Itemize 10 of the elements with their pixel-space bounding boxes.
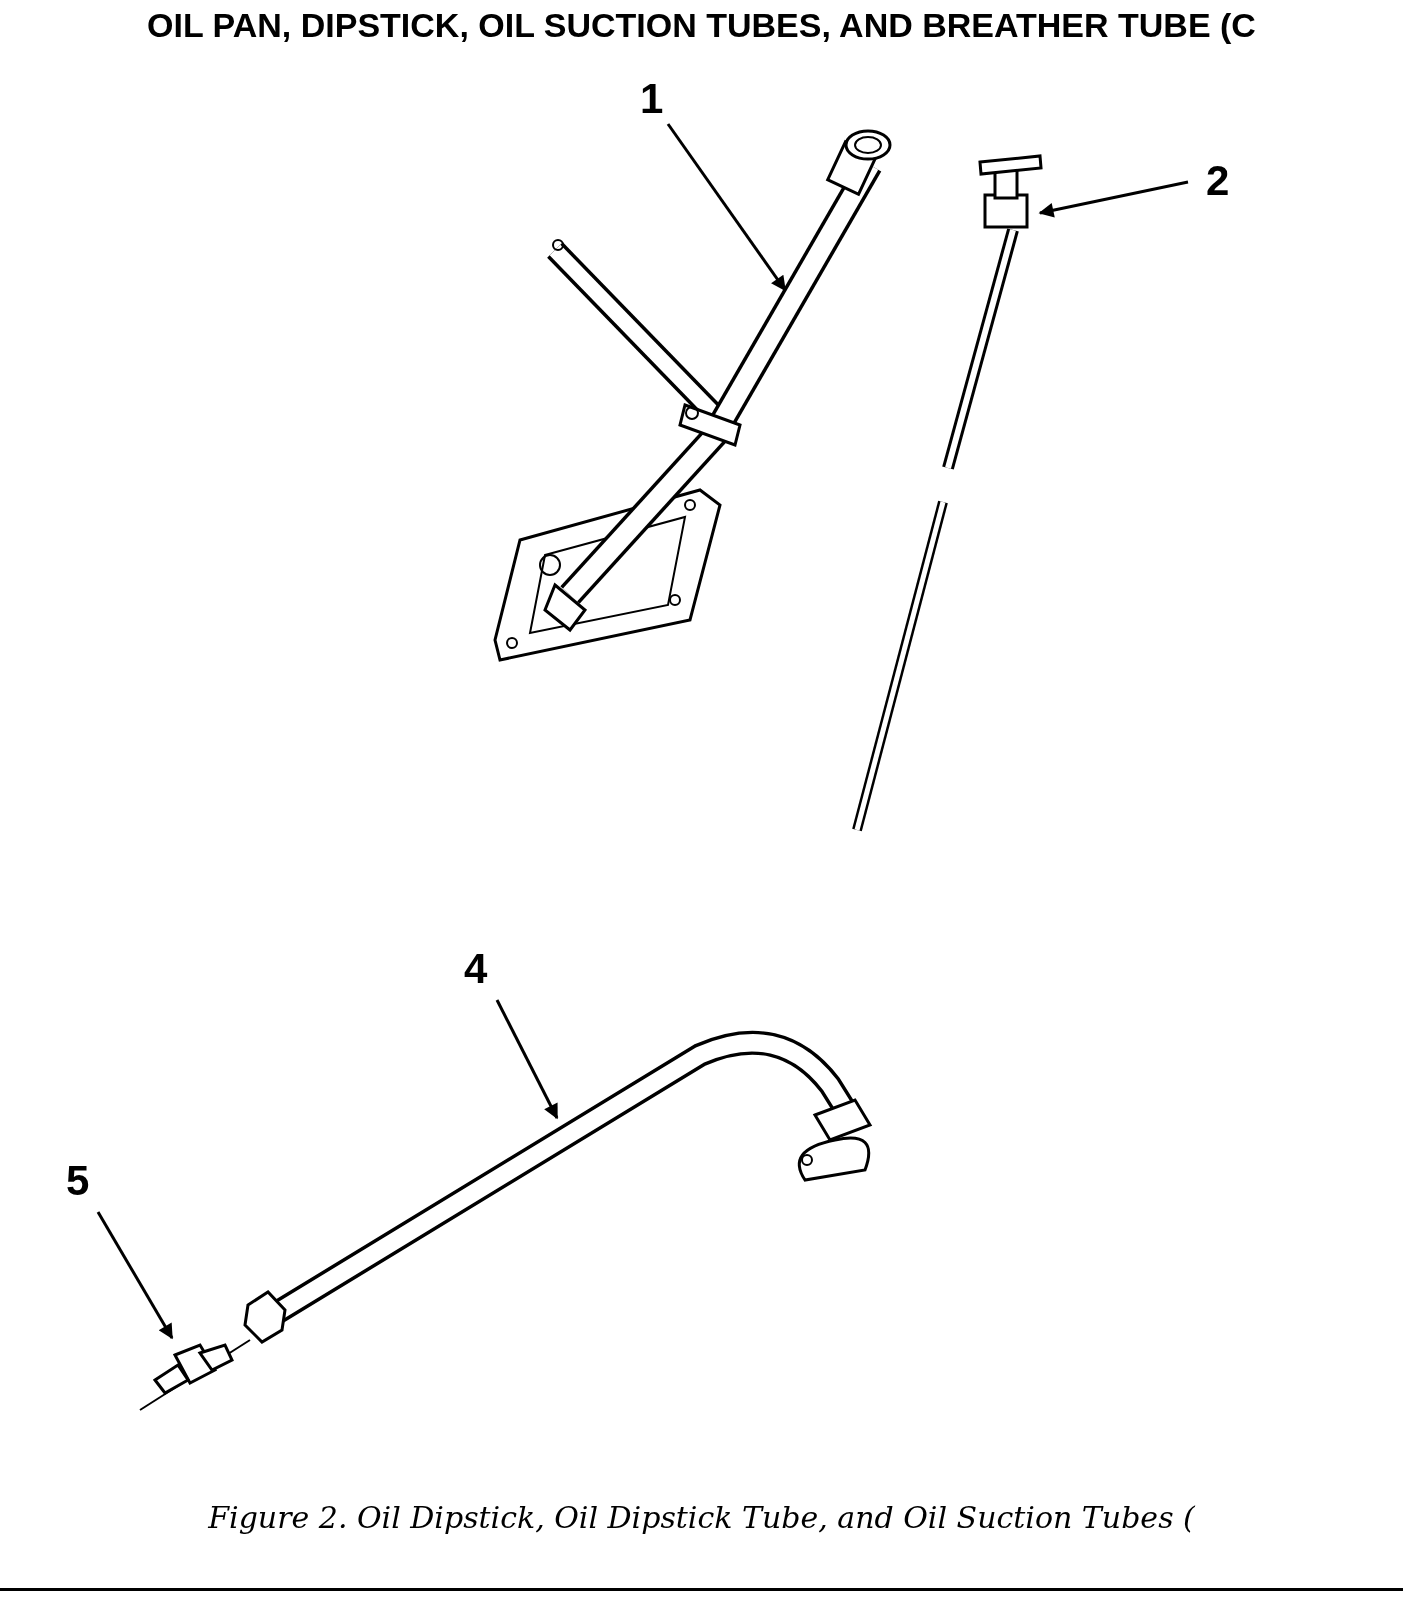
- figure-caption: Figure 2. Oil Dipstick, Oil Dipstick Tube, and Oil Suction Tubes (: [207, 1500, 1196, 1535]
- callout-number: 2: [1206, 160, 1230, 202]
- callout-number: 5: [66, 1160, 90, 1202]
- leader-arrow: [666, 123, 787, 292]
- callout-number: 1: [640, 78, 664, 120]
- leader-arrow: [495, 999, 559, 1120]
- leader-arrow: [96, 1211, 174, 1340]
- page-heading: OIL PAN, DIPSTICK, OIL SUCTION TUBES, AND BREATHER TUBE (C: [146, 6, 1257, 45]
- callout-number: 4: [464, 948, 488, 990]
- leader-arrow: [1038, 180, 1189, 218]
